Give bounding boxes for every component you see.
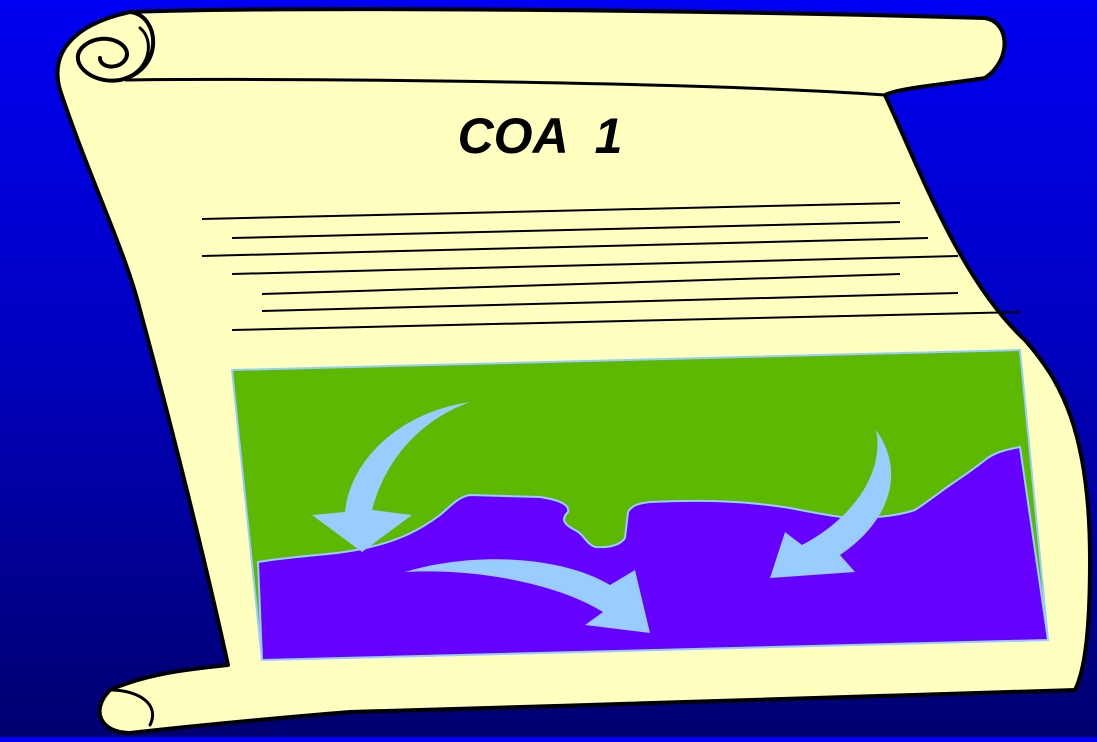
slide-title: COA 1 <box>458 108 623 164</box>
